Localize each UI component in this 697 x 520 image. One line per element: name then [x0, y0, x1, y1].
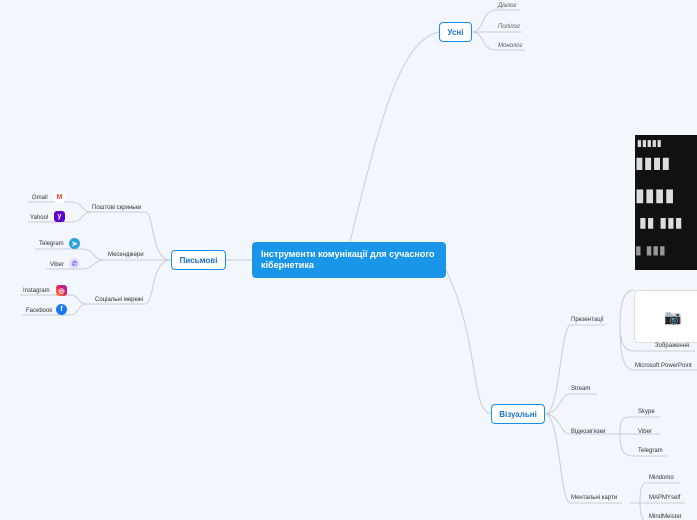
topic-viber-video[interactable]: Viber	[638, 429, 652, 435]
instagram-icon: ◎	[56, 285, 67, 296]
topic-facebook[interactable]: Facebook	[26, 308, 53, 314]
topic-dialog[interactable]: Діалог	[498, 3, 517, 9]
topic-mapmyself[interactable]: MAPMYself	[649, 495, 681, 501]
topic-stream[interactable]: Stream	[571, 386, 591, 392]
topic-mindomo[interactable]: Mindomo	[649, 475, 674, 481]
topic-gmail[interactable]: Gmail	[32, 195, 48, 201]
topic-viber[interactable]: Viber	[50, 262, 64, 268]
topic-mindmeister[interactable]: MindMeister	[649, 514, 682, 520]
topic-presentations[interactable]: Презентації	[571, 317, 604, 323]
topic-powerpoint[interactable]: Microsoft PowerPoint	[635, 363, 692, 369]
topic-oral[interactable]: Усні	[439, 22, 472, 42]
topic-telegram[interactable]: Telegram	[39, 241, 64, 247]
topic-image[interactable]: Зображення	[655, 343, 690, 349]
facebook-icon: f	[56, 304, 67, 315]
topic-yahoo[interactable]: Yahoo!	[30, 215, 49, 221]
central-topic[interactable]: Інструменти комунікації для сучасного кі…	[252, 242, 446, 278]
topic-telegram-video[interactable]: Telegram	[638, 448, 663, 454]
topic-video-calls[interactable]: Відеозв'язки	[571, 429, 606, 435]
topic-social[interactable]: Соціальні мережі	[95, 297, 144, 303]
camera-icon: 📷	[664, 309, 682, 325]
topic-skype[interactable]: Skype	[638, 409, 655, 415]
image-placeholder[interactable]: 📷	[634, 290, 697, 343]
telegram-icon: ➤	[69, 238, 80, 249]
yahoo-icon: y	[54, 211, 65, 222]
words-collage-image[interactable]: ▮▮▮▮▮ ▮▮▮▮ ▮▮▮▮ ▮▮ ▮▮▮ ▮ ▮▮▮	[635, 135, 697, 270]
topic-instagram[interactable]: Instagram	[23, 288, 50, 294]
topic-mailboxes[interactable]: Поштові скриньки	[92, 205, 142, 211]
gmail-icon: M	[54, 192, 65, 203]
topic-visual[interactable]: Візуальні	[491, 404, 545, 424]
topic-written[interactable]: Письмові	[171, 250, 226, 270]
topic-messengers[interactable]: Месенджери	[108, 252, 144, 258]
topic-mind-maps[interactable]: Ментальні карти	[571, 495, 618, 501]
viber-icon: ✆	[69, 258, 80, 269]
topic-polylog[interactable]: Полілог	[498, 24, 520, 30]
topic-monolog[interactable]: Монолог	[498, 43, 523, 49]
